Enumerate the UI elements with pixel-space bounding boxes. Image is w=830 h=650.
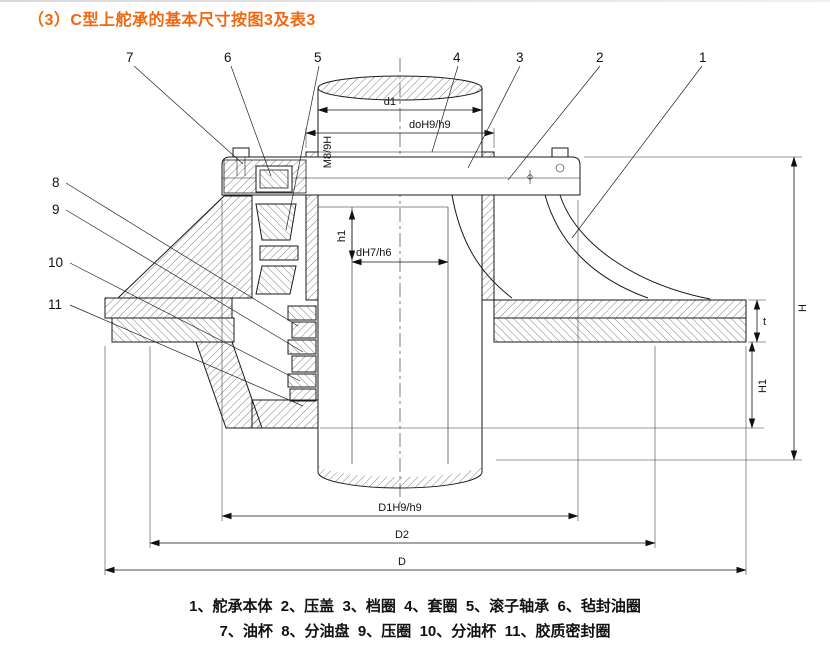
dim-label-H: H (797, 304, 809, 312)
dim-d1: d1 (317, 96, 483, 114)
dim-D2: D2 (149, 346, 656, 548)
legend-line-1: 1、舵承本体 2、压盖 3、档圈 4、套圈 5、滚子轴承 6、毡封油圈 (189, 598, 641, 615)
dim-label-H1: H1 (757, 379, 769, 393)
callout-3: 3 (467, 50, 524, 169)
callout-label-9: 9 (52, 202, 60, 217)
callout-label-10: 10 (48, 255, 63, 270)
dim-label-dbore: dH7/h6 (356, 247, 391, 259)
callout-1: 1 (571, 50, 707, 239)
dim-label-thread: M8/9H (322, 136, 334, 168)
callout-2: 2 (507, 50, 604, 181)
callout-label-1: 1 (699, 50, 707, 65)
dim-label-D: D (398, 556, 406, 568)
callout-5: 5 (285, 50, 322, 231)
callout-7: 7 (126, 50, 244, 165)
dim-H1: H1 (320, 341, 769, 429)
callout-label-5: 5 (314, 50, 322, 65)
dim-H: H (496, 156, 809, 461)
dim-t: t (748, 299, 766, 343)
dim-label-t: t (763, 316, 766, 328)
dim-D1: D1H9/h9 (221, 200, 579, 521)
callout-6: 6 (224, 50, 272, 177)
seal-stack (287, 305, 317, 402)
callout-8: 8 (52, 175, 299, 327)
callout-10: 10 (48, 255, 301, 382)
cover (221, 147, 581, 196)
callout-label-6: 6 (224, 50, 232, 65)
deck-plate-left (111, 317, 235, 343)
dim-label-D1: D1H9/h9 (378, 502, 421, 514)
dim-h1: h1 (336, 209, 356, 261)
top-divider (0, 0, 830, 2)
dim-label-h1: h1 (336, 230, 348, 242)
felt-seal (259, 169, 289, 189)
callout-label-2: 2 (596, 50, 604, 65)
callout-label-4: 4 (453, 50, 461, 65)
dim-label-D2: D2 (395, 529, 409, 541)
cover-bolt (551, 147, 569, 158)
callout-4: 4 (431, 50, 461, 153)
callout-label-7: 7 (126, 50, 134, 65)
dim-D: D (104, 346, 747, 575)
callout-label-3: 3 (516, 50, 524, 65)
housing-right (451, 194, 747, 343)
dim-dbore: dH7/h6 (351, 247, 449, 266)
callout-label-8: 8 (52, 175, 60, 190)
dim-label-d1: d1 (384, 96, 396, 108)
oil-cup (232, 147, 250, 158)
roller-bearing (255, 203, 299, 295)
legend-line-2: 7、油杯 8、分油盘 9、压圈 10、分油杯 11、胶质密封圈 (219, 623, 611, 640)
housing-left (104, 195, 319, 429)
callout-label-11: 11 (48, 297, 62, 312)
callout-9: 9 (52, 202, 304, 353)
page-title: （3）C型上舵承的基本尺寸按图3及表3 (28, 12, 316, 29)
callout-11: 11 (48, 297, 304, 407)
deck-plate-right (493, 299, 747, 319)
dim-label-do: doH9/h9 (409, 119, 451, 131)
dim-thread: M8/9H (322, 136, 334, 168)
